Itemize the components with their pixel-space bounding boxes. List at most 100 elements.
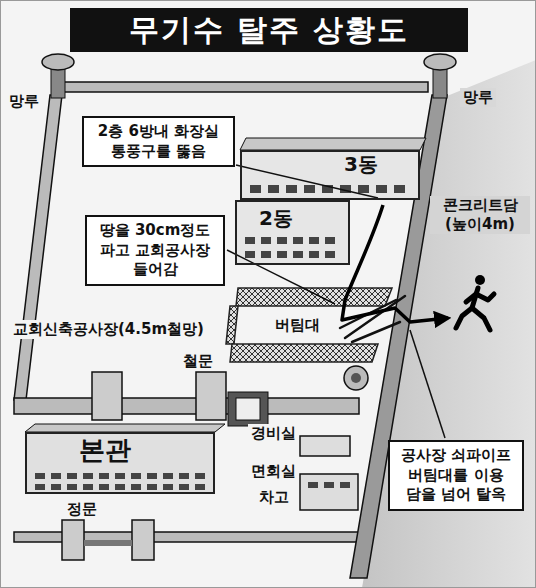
building-name: 3동 — [242, 153, 378, 175]
prison-wall — [14, 82, 428, 542]
leader-line — [227, 165, 445, 438]
cell-block-2 — [261, 251, 271, 258]
callout-box: 공사장 쇠파이프 버팀대를 이용 담을 넘어 탈옥 — [388, 440, 524, 511]
cell-block: 2동 — [235, 200, 350, 265]
main-building: 본관 — [25, 432, 215, 494]
cell-block-3 — [304, 185, 315, 193]
gate-label: 철문 — [180, 352, 216, 371]
building-label: 경비실 — [248, 424, 299, 443]
main-building — [35, 484, 45, 490]
main-building — [163, 473, 173, 479]
cell-block-3 — [240, 138, 426, 150]
small-building — [300, 436, 350, 456]
callout-text: 땅을 30cm정도 파고 교회공사장 들어감 — [94, 221, 216, 280]
prison-wall — [14, 398, 359, 414]
main-building — [51, 484, 61, 490]
main-building — [35, 473, 205, 490]
construction-site — [226, 306, 238, 344]
prison-wall — [62, 82, 428, 92]
cell-block-2 — [245, 251, 255, 258]
cell-block-2 — [235, 200, 350, 265]
main-building — [83, 484, 93, 490]
cell-block-2 — [235, 200, 350, 265]
cell-block-3 — [286, 185, 297, 193]
main-building — [35, 473, 45, 479]
cell-block-2 — [277, 237, 287, 244]
part-label: 버팀대 — [272, 316, 323, 335]
building-name: 본관 — [79, 436, 213, 465]
watchtower — [424, 54, 456, 70]
main-building — [115, 473, 125, 479]
watchtower — [42, 54, 456, 98]
running-figure — [456, 308, 472, 328]
cell-block-2 — [245, 237, 255, 244]
front-gate — [84, 540, 132, 546]
main-building — [67, 473, 77, 479]
cell-block-2 — [309, 237, 319, 244]
leader-line — [410, 330, 445, 438]
construction-site — [230, 344, 378, 362]
cell-block-3 — [358, 185, 369, 193]
guard-post — [344, 366, 368, 390]
front-gate — [62, 520, 84, 560]
wall-label: 콘크리트담 (높이4m) — [430, 196, 530, 234]
watchtower-label: 망루 — [460, 88, 496, 107]
cell-block: 3동 — [240, 150, 420, 200]
cell-block-3 — [240, 150, 420, 200]
main-building — [51, 473, 61, 479]
cell-block-2 — [261, 237, 271, 244]
iron-gate — [228, 392, 268, 426]
main-building — [195, 484, 205, 490]
main-building — [131, 484, 141, 490]
main-building — [25, 432, 215, 494]
gate-label: 정문 — [64, 500, 100, 519]
main-building — [147, 484, 157, 490]
cell-block-3 — [376, 185, 387, 193]
cell-block-2 — [325, 251, 335, 258]
prison-wall — [14, 95, 62, 400]
running-figure — [456, 275, 494, 330]
building-label: 면회실 — [248, 462, 299, 481]
iron-gate — [92, 372, 268, 426]
small-building — [324, 482, 334, 488]
callout-text: 공사장 쇠파이프 버팀대를 이용 담을 넘어 탈옥 — [397, 446, 515, 505]
small-building — [340, 482, 350, 488]
main-building — [179, 473, 189, 479]
small-building — [300, 436, 358, 510]
running-figure — [475, 275, 485, 285]
main-building — [99, 484, 109, 490]
main-building — [25, 424, 225, 494]
site-label: 교회신축공사장(4.5m철망) — [10, 320, 207, 339]
main-building — [67, 484, 77, 490]
leader-line — [227, 250, 335, 304]
cell-block-2 — [309, 251, 319, 258]
watchtower — [42, 54, 74, 70]
main-building — [163, 484, 173, 490]
small-building — [300, 474, 358, 510]
main-building — [83, 473, 93, 479]
running-figure — [476, 294, 494, 300]
front-gate — [62, 520, 154, 560]
main-building — [115, 484, 125, 490]
main-building — [25, 424, 225, 432]
cell-block-3 — [250, 185, 261, 193]
pipe-brace — [352, 322, 400, 342]
cell-block-2 — [293, 237, 303, 244]
cell-block-3 — [268, 185, 279, 193]
iron-gate — [92, 372, 122, 420]
small-building — [308, 482, 318, 488]
callout-text: 2층 6방내 화장실 통풍구를 뚫음 — [91, 122, 226, 161]
cell-block-2 — [277, 251, 287, 258]
building-label: 차고 — [256, 488, 292, 507]
callout-box: 땅을 30cm정도 파고 교회공사장 들어감 — [85, 215, 225, 286]
cell-block-2 — [293, 251, 303, 258]
iron-gate — [196, 372, 226, 420]
cell-block-2 — [325, 237, 335, 244]
front-gate — [132, 520, 154, 560]
main-building — [195, 473, 205, 479]
running-figure — [466, 294, 476, 302]
running-figure — [472, 308, 490, 330]
cell-block-3 — [240, 138, 426, 200]
